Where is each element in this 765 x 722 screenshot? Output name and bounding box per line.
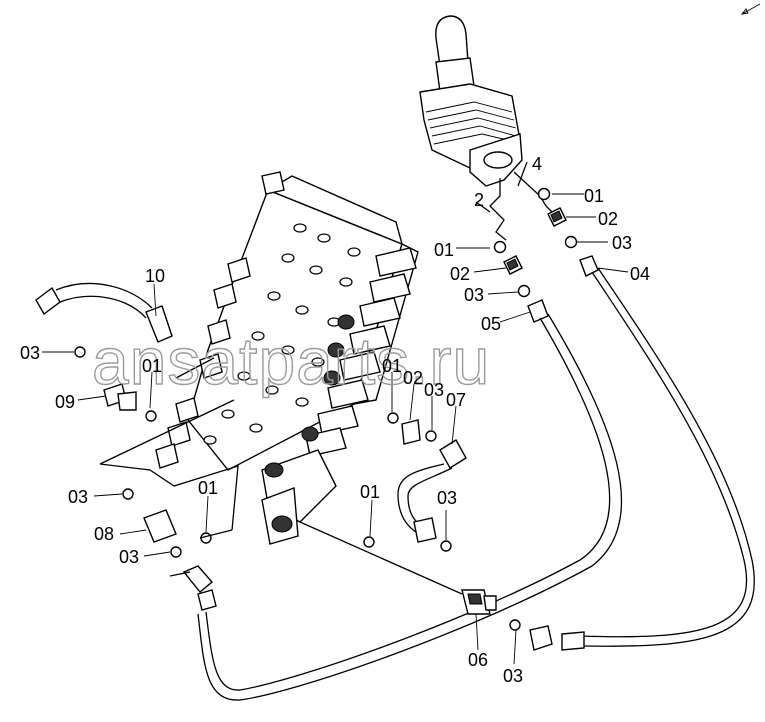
hose-04 — [529, 255, 755, 651]
callout-01: 01 — [434, 240, 454, 260]
fitting-09 — [103, 383, 137, 411]
o-ring — [493, 240, 507, 254]
fitting-08 — [143, 509, 177, 543]
callout-01: 01 — [198, 478, 218, 498]
callout-05: 05 — [481, 314, 501, 334]
callout-09: 09 — [55, 392, 75, 412]
fitting — [401, 419, 421, 445]
callout-08: 08 — [94, 524, 114, 544]
hose-10 — [35, 283, 173, 343]
control-valve — [155, 171, 419, 545]
callout-03: 03 — [612, 233, 632, 253]
callout-04: 04 — [630, 264, 650, 284]
callout-02: 02 — [450, 264, 470, 284]
callout-02: 02 — [403, 368, 423, 388]
callout-01: 01 — [142, 356, 162, 376]
callouts: 4 2 01 02 03 01 02 04 03 05 10 03 01 09 … — [20, 154, 650, 686]
joystick — [419, 15, 523, 187]
o-ring — [509, 619, 521, 631]
callout-03: 03 — [20, 343, 40, 363]
callout-07: 07 — [446, 390, 466, 410]
watermark-text: ansatparts.ru — [92, 324, 490, 398]
o-ring — [517, 284, 531, 298]
corner-arrow-icon — [740, 3, 761, 15]
leader-lines — [42, 193, 629, 665]
valve-fittings-left — [155, 171, 285, 469]
o-ring — [122, 488, 134, 500]
fitting — [547, 207, 567, 227]
o-ring — [363, 536, 375, 548]
o-ring — [387, 412, 399, 424]
callout-02: 02 — [598, 209, 618, 229]
o-ring — [170, 546, 182, 558]
callout-01: 01 — [584, 186, 604, 206]
hose-07 — [397, 439, 467, 543]
o-ring — [74, 346, 86, 358]
fitting — [503, 255, 523, 275]
callout-4: 4 — [532, 154, 542, 174]
callout-03: 03 — [119, 547, 139, 567]
o-ring — [425, 430, 437, 442]
valve-spools — [301, 247, 417, 457]
fitting-06 — [461, 589, 497, 615]
callout-03: 03 — [437, 488, 457, 508]
callout-10: 10 — [145, 266, 165, 286]
callout-01: 01 — [382, 356, 402, 376]
callout-03: 03 — [68, 487, 88, 507]
callout-03: 03 — [424, 380, 444, 400]
callout-03: 03 — [503, 666, 523, 686]
o-ring — [440, 540, 452, 552]
callout-06: 06 — [468, 650, 488, 670]
callout-01: 01 — [360, 482, 380, 502]
hose-05 — [182, 299, 623, 701]
callout-03: 03 — [464, 285, 484, 305]
callout-2: 2 — [474, 190, 484, 210]
o-ring — [537, 187, 551, 201]
o-ring — [564, 235, 578, 249]
o-ring — [145, 410, 157, 422]
